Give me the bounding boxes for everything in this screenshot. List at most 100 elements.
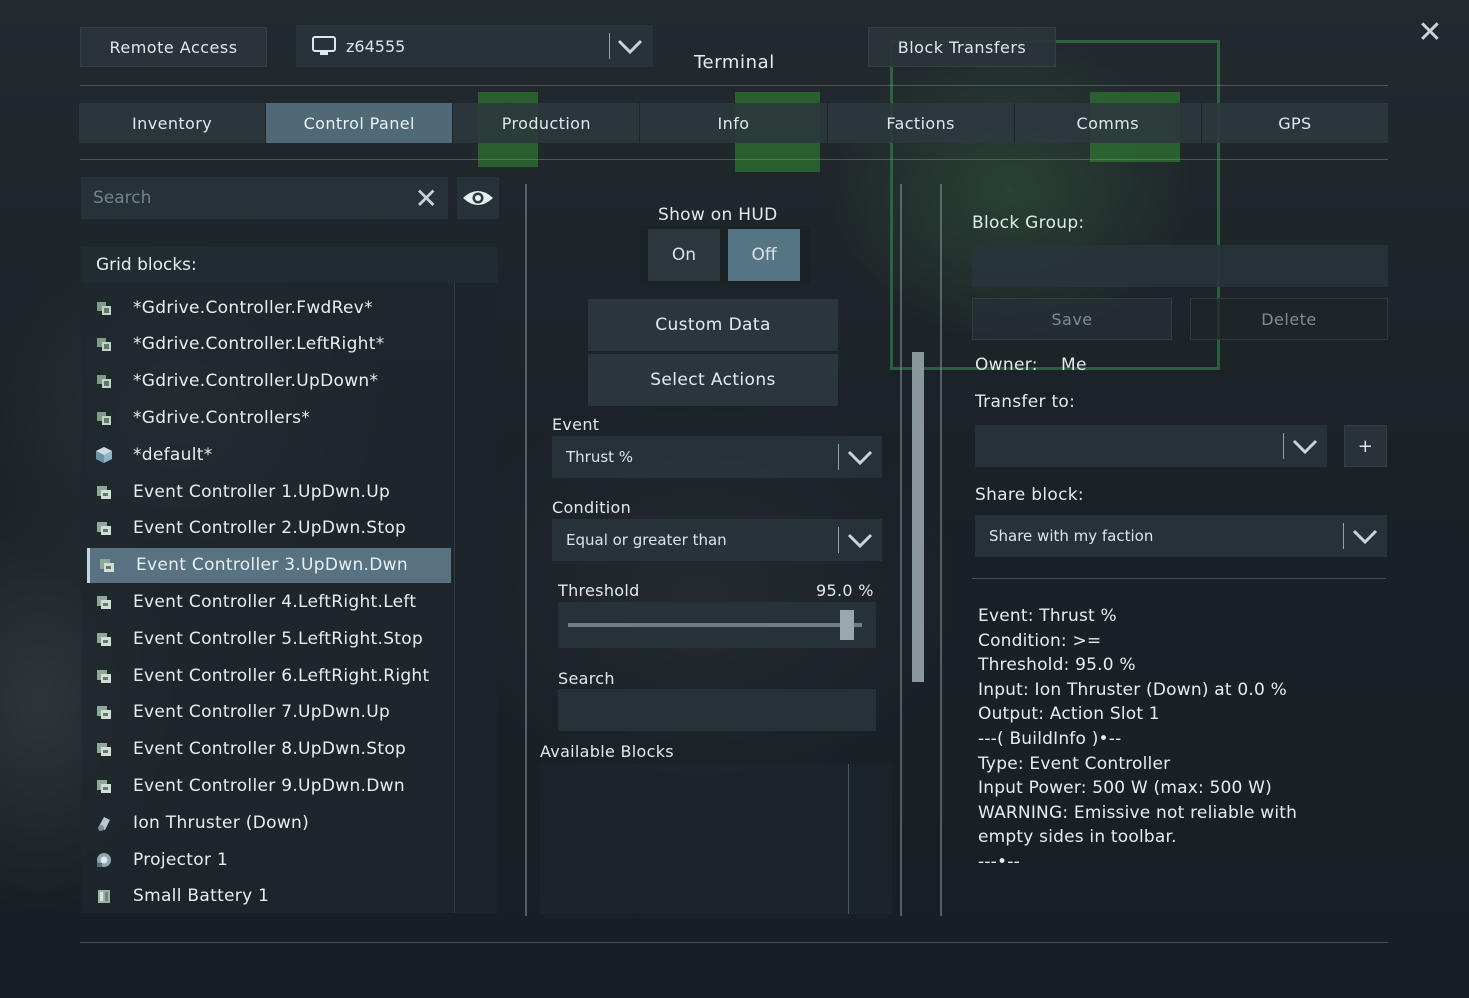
available-blocks-search-input[interactable]	[558, 689, 876, 731]
list-item-label: Event Controller 8.UpDwn.Stop	[133, 739, 407, 760]
remote-access-button[interactable]: Remote Access	[80, 27, 267, 67]
tab-info[interactable]: Info	[640, 103, 828, 143]
condition-label: Condition	[552, 498, 632, 517]
event-controller-icon	[97, 522, 111, 536]
list-item-label: Projector 1	[133, 849, 229, 870]
list-divider	[848, 764, 849, 914]
bottom-divider	[80, 942, 1388, 943]
controls-scrollbar[interactable]	[912, 352, 924, 682]
tab-production[interactable]: Production	[453, 103, 641, 143]
list-item-label: Event Controller 2.UpDwn.Stop	[133, 518, 407, 539]
select-actions-button[interactable]: Select Actions	[588, 354, 838, 406]
tab-gps[interactable]: GPS	[1201, 103, 1388, 143]
dropdown-divider	[838, 527, 839, 553]
list-item-label: Event Controller 7.UpDwn.Up	[133, 702, 391, 723]
list-item[interactable]: Projector 1	[87, 842, 451, 877]
info-line: Output: Action Slot 1	[978, 704, 1160, 725]
grid-name: z64555	[346, 36, 406, 56]
share-block-dropdown[interactable]: Share with my faction	[975, 515, 1387, 557]
tab-factions[interactable]: Factions	[827, 103, 1015, 143]
owner-value: Me	[1061, 355, 1087, 375]
hud-on-label: On	[671, 245, 697, 265]
clear-search-icon[interactable]: ✕	[414, 182, 438, 215]
chevron-down-icon	[1352, 529, 1378, 545]
thruster-icon	[98, 816, 110, 831]
info-line: empty sides in toolbar.	[978, 827, 1177, 848]
event-controller-icon	[97, 743, 111, 757]
event-dropdown[interactable]: Thrust %	[552, 436, 882, 478]
condition-value: Equal or greater than	[566, 531, 727, 549]
custom-data-button[interactable]: Custom Data	[588, 299, 838, 351]
tab-label: Production	[501, 113, 591, 133]
grid-selector-dropdown[interactable]: z64555	[296, 25, 653, 67]
condition-dropdown[interactable]: Equal or greater than	[552, 519, 882, 561]
list-item[interactable]: *Gdrive.Controllers*	[87, 400, 451, 435]
list-item[interactable]: Ion Thruster (Down)	[87, 805, 451, 840]
list-item[interactable]: *Gdrive.Controller.LeftRight*	[87, 327, 451, 362]
event-controller-icon	[100, 559, 114, 573]
group-icon	[97, 338, 111, 352]
block-group-label: Block Group:	[972, 213, 1085, 233]
list-item[interactable]: *default*	[87, 437, 451, 472]
list-item[interactable]: *Gdrive.Controller.FwdRev*	[87, 290, 451, 325]
info-line: Input: Ion Thruster (Down) at 0.0 %	[978, 679, 1287, 700]
block-group-input[interactable]	[972, 245, 1388, 287]
list-item[interactable]: Small Battery 1	[87, 879, 451, 914]
owner-label: Owner:	[975, 355, 1038, 375]
close-icon[interactable]: ✕	[1417, 15, 1443, 50]
list-item[interactable]: Event Controller 6.LeftRight.Right	[87, 658, 451, 693]
info-line: Input Power: 500 W (max: 500 W)	[978, 778, 1273, 799]
info-line: Type: Event Controller	[978, 753, 1171, 774]
list-item-label: Small Battery 1	[133, 886, 270, 907]
list-item[interactable]: Event Controller 9.UpDwn.Dwn	[87, 768, 451, 803]
list-item-label: Event Controller 4.LeftRight.Left	[133, 591, 417, 612]
list-item-label: *Gdrive.Controller.FwdRev*	[133, 297, 373, 318]
tab-label: Factions	[886, 113, 955, 133]
group-icon	[97, 375, 111, 389]
transfer-to-dropdown[interactable]	[975, 425, 1327, 467]
list-item[interactable]: Event Controller 1.UpDwn.Up	[87, 474, 451, 509]
slider-track	[568, 623, 862, 627]
hud-on-button[interactable]: On	[648, 229, 720, 281]
save-button[interactable]: Save	[972, 298, 1172, 340]
delete-label: Delete	[1261, 309, 1317, 329]
threshold-slider[interactable]	[558, 602, 876, 648]
list-item[interactable]: Event Controller 7.UpDwn.Up	[87, 695, 451, 730]
chevron-down-icon	[617, 39, 643, 55]
tab-inventory[interactable]: Inventory	[79, 103, 267, 143]
delete-button[interactable]: Delete	[1190, 298, 1388, 340]
grid-blocks-header: Grid blocks:	[81, 247, 498, 283]
list-item[interactable]: Event Controller 2.UpDwn.Stop	[87, 511, 451, 546]
grid-blocks-list: Grid blocks: *Gdrive.Controller.FwdRev* *…	[81, 247, 498, 913]
chevron-down-icon	[847, 533, 873, 549]
list-item[interactable]: *Gdrive.Controller.UpDown*	[87, 364, 451, 399]
list-item[interactable]: Event Controller 3.UpDwn.Dwn	[87, 547, 451, 583]
info-line: Condition: >=	[978, 630, 1102, 651]
available-blocks-list	[540, 764, 892, 914]
tab-comms[interactable]: Comms	[1014, 103, 1202, 143]
event-controller-icon	[97, 595, 111, 609]
event-controller-icon	[97, 485, 111, 499]
block-transfers-button[interactable]: Block Transfers	[868, 27, 1056, 67]
block-search-input[interactable]: Search ✕	[81, 177, 448, 219]
add-transfer-button[interactable]: +	[1344, 425, 1387, 467]
event-label: Event	[552, 415, 600, 434]
monitor-icon	[312, 36, 336, 55]
list-item[interactable]: Event Controller 4.LeftRight.Left	[87, 584, 451, 619]
available-search-label: Search	[558, 669, 615, 688]
list-item-label: *default*	[133, 444, 213, 465]
tab-control-panel[interactable]: Control Panel	[266, 103, 454, 143]
list-item[interactable]: Event Controller 5.LeftRight.Stop	[87, 621, 451, 656]
share-value: Share with my faction	[989, 527, 1154, 545]
remote-access-label: Remote Access	[109, 37, 238, 57]
list-scrollbar[interactable]	[454, 283, 498, 913]
transfer-to-label: Transfer to:	[975, 392, 1076, 412]
tabs-divider	[80, 159, 1388, 160]
hud-off-button[interactable]: Off	[728, 229, 800, 281]
list-item-label: Ion Thruster (Down)	[133, 812, 310, 833]
show-hidden-toggle[interactable]	[457, 177, 499, 219]
list-item[interactable]: Event Controller 8.UpDwn.Stop	[87, 732, 451, 767]
chevron-down-icon	[1292, 439, 1318, 455]
list-item-label: *Gdrive.Controller.UpDown*	[133, 371, 379, 392]
slider-thumb[interactable]	[840, 610, 855, 640]
